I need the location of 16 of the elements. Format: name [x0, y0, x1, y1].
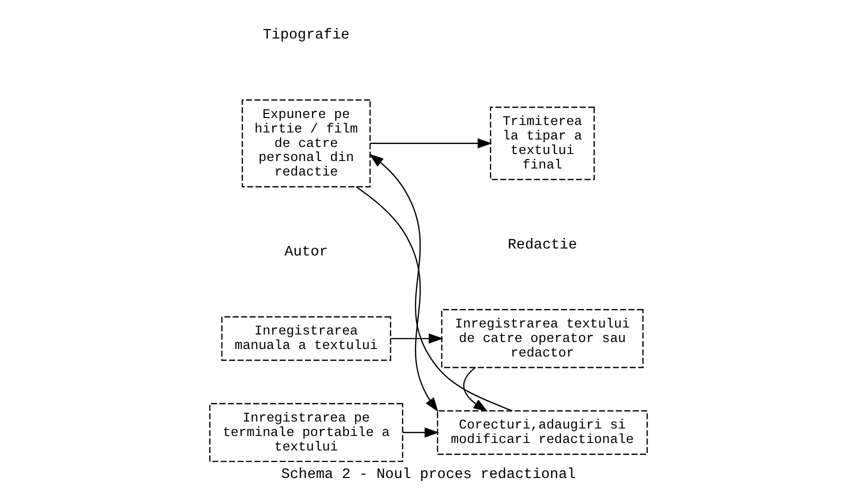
label: Tipografie	[262, 28, 350, 44]
arrow	[390, 334, 444, 344]
node-box: Inregistrarea textului de catre operator sau redactor	[441, 309, 644, 368]
arrow	[370, 138, 492, 148]
arrow	[463, 367, 488, 412]
arrow	[356, 186, 438, 412]
label: Redactie	[508, 237, 578, 254]
node-box: Trimiterea la tipar a textului final	[490, 106, 595, 180]
label: Autor	[284, 244, 328, 261]
node-box: Inregistrarea manuala a textului	[221, 316, 392, 361]
arrow	[402, 427, 440, 438]
caption: Schema 2 - Noul proces redactional	[281, 466, 576, 483]
node-box: Corecturi,adaugiri si modificari redactionale	[436, 410, 648, 455]
arrow	[369, 154, 512, 412]
node-box: Expunere pe hirtie / film de catre personal din redactie	[242, 99, 371, 188]
node-box: Inregistrarea pe terminale portabile a textului	[209, 403, 404, 462]
